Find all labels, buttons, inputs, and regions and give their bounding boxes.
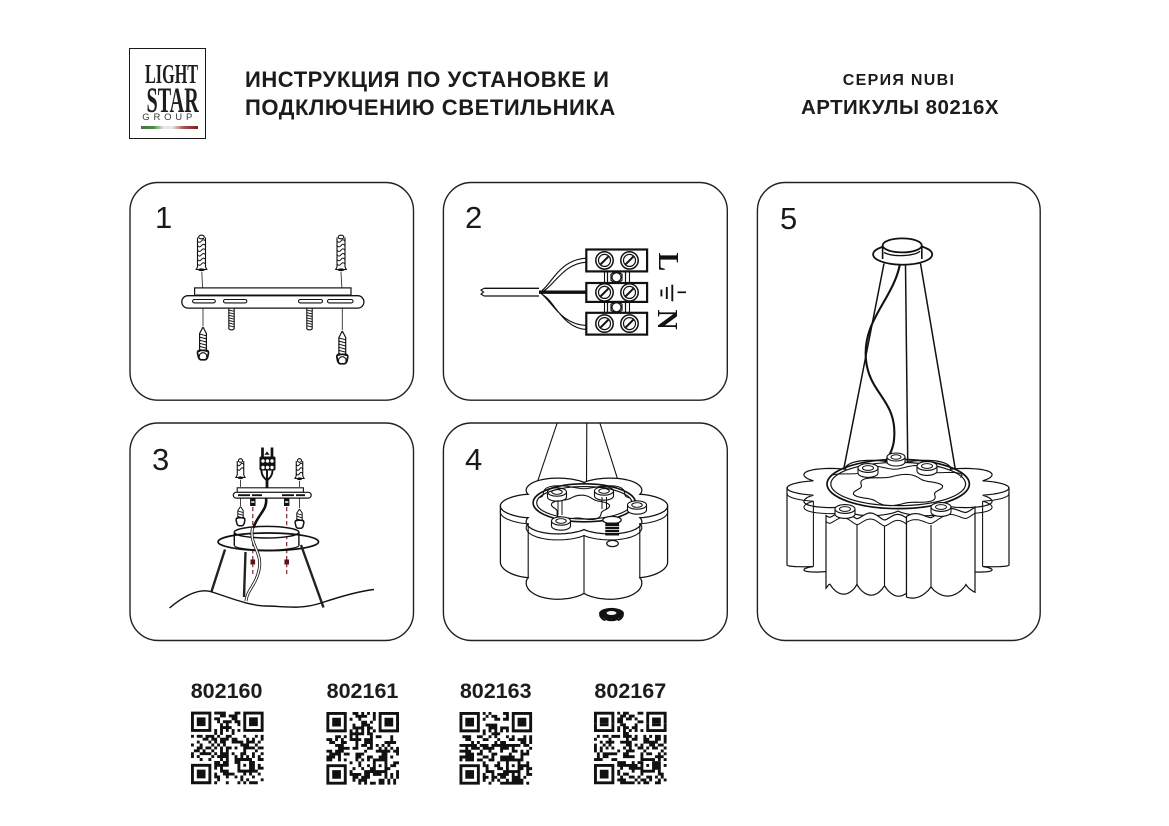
svg-text:L: L — [652, 253, 683, 272]
svg-text:N: N — [651, 310, 682, 330]
